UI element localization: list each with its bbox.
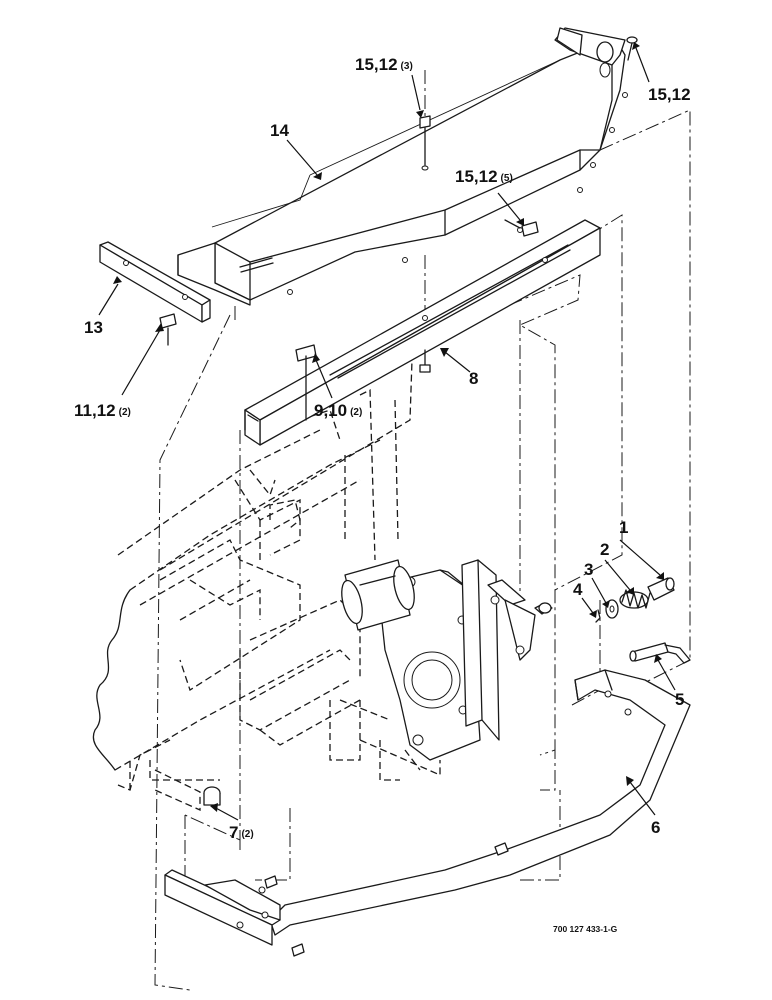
callout-3: 3 <box>584 560 593 579</box>
svg-text:15,12(5): 15,12(5) <box>455 167 513 186</box>
bolt-15-12-middle <box>419 115 431 171</box>
callout-11-12: 11,12(2) <box>74 401 131 420</box>
svg-text:14: 14 <box>270 121 289 140</box>
part-14-cover <box>177 27 628 306</box>
callout-2: 2 <box>600 540 609 559</box>
svg-text:8: 8 <box>469 369 478 388</box>
svg-text:3: 3 <box>584 560 593 579</box>
svg-text:15,12(3): 15,12(3) <box>355 55 413 74</box>
svg-text:4: 4 <box>573 580 583 599</box>
svg-text:6: 6 <box>651 818 660 837</box>
frame-nuts <box>264 842 509 957</box>
nut-stud-under-channel <box>419 349 431 373</box>
callout-15-12-top: 15,12(3) <box>355 55 413 74</box>
part-3-washer <box>605 599 619 619</box>
part-2-spring <box>619 589 651 609</box>
bolt-15-12-channel <box>504 219 539 237</box>
callout-1: 1 <box>619 518 628 537</box>
svg-text:7(2): 7(2) <box>229 823 254 842</box>
callout-9-10: 9,10(2) <box>314 401 362 420</box>
callout-15-12-middle: 15,12(5) <box>455 167 513 186</box>
drawing-number: 700 127 433-1-G <box>553 924 618 934</box>
callout-8: 8 <box>469 369 478 388</box>
svg-text:9,10(2): 9,10(2) <box>314 401 362 420</box>
part-4-clip <box>595 609 601 623</box>
gearbox-assembly <box>341 559 553 761</box>
callout-7: 7(2) <box>229 823 254 842</box>
part-1-pin <box>647 577 675 601</box>
leader-lines <box>98 42 676 821</box>
svg-text:15,12: 15,12 <box>648 85 691 104</box>
callout-13: 13 <box>84 318 103 337</box>
machine-frame-reference <box>92 354 441 791</box>
part-7-bushing <box>154 769 221 812</box>
svg-text:11,12(2): 11,12(2) <box>74 401 131 420</box>
svg-text:13: 13 <box>84 318 103 337</box>
callout-6: 6 <box>651 818 660 837</box>
bolt-15-12-top <box>626 36 638 61</box>
callout-14: 14 <box>270 121 289 140</box>
part-8-channel <box>244 219 601 446</box>
svg-text:5: 5 <box>675 690 684 709</box>
svg-text:2: 2 <box>600 540 609 559</box>
callout-4: 4 <box>573 580 583 599</box>
part-13-strap <box>99 241 211 323</box>
part-5-handle <box>629 642 691 664</box>
callout-15-12-right: 15,12 <box>648 85 691 104</box>
callout-5: 5 <box>675 690 684 709</box>
part-6-tube-frame <box>164 669 691 946</box>
svg-text:1: 1 <box>619 518 628 537</box>
